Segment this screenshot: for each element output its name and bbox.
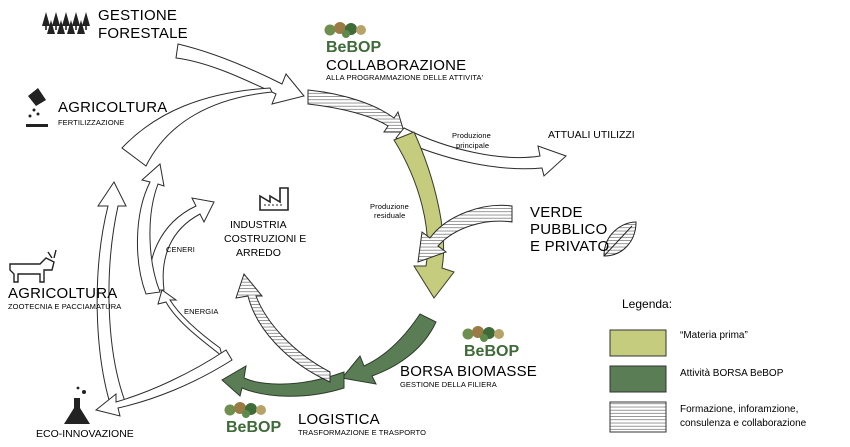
legend-label-materia: “Materia prima” (680, 330, 748, 341)
legend-swatch-formazione (609, 401, 667, 433)
legend-label-attivita: Attività BORSA BeBOP (680, 368, 784, 379)
industria-2: COSTRUZIONI E (224, 233, 306, 245)
legend-swatch-materia (609, 329, 667, 357)
bebop-logo-borsa: BeBOP (462, 326, 519, 360)
prod-principale-2: principale (456, 141, 489, 150)
energia-arrow (157, 289, 223, 358)
ceneri-label: CENERI (166, 245, 195, 254)
svg-text:BeBOP: BeBOP (326, 39, 381, 56)
agri-fert-title: AGRICOLTURA (58, 99, 167, 116)
forest-icon (42, 12, 90, 34)
industria-hatch-arrow (235, 272, 331, 383)
verde-1: VERDE (530, 204, 583, 221)
collab-title: COLLABORAZIONE (326, 57, 466, 74)
cow-icon (9, 249, 57, 283)
bebop-logo-logistica: BeBOP (224, 402, 281, 436)
borsa-title: BORSA BIOMASSE (400, 363, 537, 380)
flask-icon (64, 386, 90, 424)
legend: Legenda: “Materia prima” Attività BORSA … (609, 297, 807, 433)
agri-to-collab-arrow (121, 87, 273, 167)
leaf-icon (603, 221, 637, 257)
agri-zoot-subtitle: ZOOTECNIA E PACCIAMATURA (8, 302, 121, 311)
agri-zoot-title: AGRICOLTURA (8, 285, 117, 302)
factory-icon (259, 187, 289, 211)
eco-label: ECO-INNOVAZIONE (36, 428, 134, 440)
verde-hatch-arrow (417, 204, 513, 263)
svg-text:BeBOP: BeBOP (226, 419, 281, 436)
industria-3: ARREDO (236, 247, 281, 259)
attuali-label: ATTUALI UTILIZZI (548, 129, 635, 141)
to-attuali-arrow (395, 127, 567, 177)
logistica-subtitle: TRASFORMAZIONE E TRASPORTO (298, 428, 426, 437)
eco-arrow (94, 349, 233, 417)
materia-prima-arrow (393, 131, 455, 299)
logistica-title: LOGISTICA (298, 411, 380, 428)
legend-label-formazione-1: Formazione, inforamzione, (680, 404, 798, 415)
legend-swatch-attivita (609, 365, 667, 393)
legend-title: Legenda: (622, 297, 672, 311)
energia-label: ENERGIA (184, 307, 218, 316)
logistica-dark-arrow (221, 365, 345, 397)
collab-subtitle: ALLA PROGRAMMAZIONE DELLE ATTIVITA' (326, 73, 484, 82)
collab-hatch-arrow (307, 89, 405, 133)
gestione-label-1: GESTIONE (98, 7, 177, 24)
prod-principale-1: Produzione (452, 131, 491, 140)
legend-label-formazione-2: consulenza e collaborazione (680, 418, 807, 429)
prod-residuale-2: residuale (374, 211, 405, 220)
verde-3: E PRIVATO (530, 238, 609, 255)
forest-to-collab-arrow (175, 43, 305, 105)
industria-1: INDUSTRIA (230, 219, 287, 231)
bebop-logo-collab: BeBOP (324, 22, 381, 56)
borsa-dark-arrow (341, 313, 437, 385)
borsa-subtitle: GESTIONE DELLA FILIERA (400, 380, 497, 389)
inner-left-arrow (136, 163, 165, 295)
ceneri-arrow (148, 197, 215, 291)
gestione-label-2: FORESTALE (98, 25, 188, 42)
verde-2: PUBBLICO (530, 221, 607, 238)
left-loop-arrow (96, 181, 127, 411)
prod-residuale-1: Produzione (370, 202, 409, 211)
agri-fert-subtitle: FERTILIZZAZIONE (58, 118, 124, 127)
svg-text:BeBOP: BeBOP (464, 343, 519, 360)
fertilizer-icon (26, 88, 48, 127)
